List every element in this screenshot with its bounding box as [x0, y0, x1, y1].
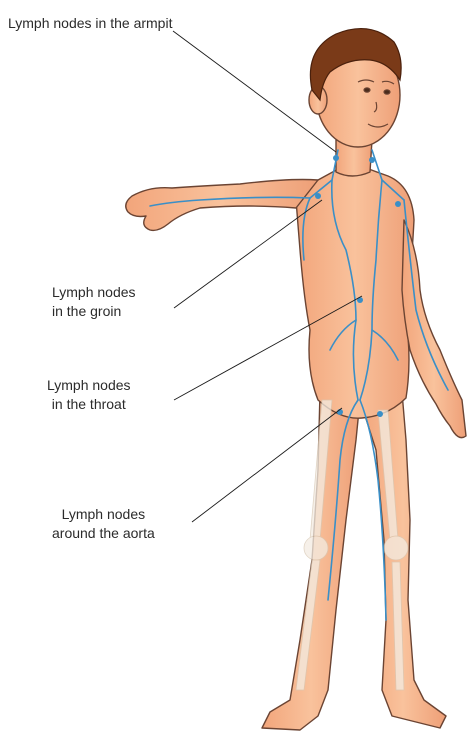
label-throat-line1: Lymph nodes: [47, 376, 131, 395]
left-leg: [262, 392, 360, 730]
label-aorta-line1: Lymph nodes: [52, 505, 155, 524]
label-aorta-line2: around the aorta: [52, 524, 155, 543]
node-armpit-2: [395, 201, 401, 207]
label-aorta: Lymph nodes around the aorta: [52, 505, 155, 543]
node-groin-2: [377, 411, 383, 417]
node-armpit: [315, 193, 321, 199]
label-armpit: Lymph nodes in the armpit: [8, 14, 172, 33]
label-groin-line2: in the groin: [52, 302, 136, 321]
node-throat: [333, 155, 339, 161]
child-figure: [126, 43, 466, 730]
hanging-arm: [402, 220, 466, 438]
node-throat-2: [369, 157, 375, 163]
label-groin: Lymph nodes in the groin: [52, 283, 136, 321]
label-armpit-line1: Lymph nodes in the armpit: [8, 14, 172, 33]
label-throat-line2: in the throat: [47, 395, 131, 414]
label-groin-line1: Lymph nodes: [52, 283, 136, 302]
label-throat: Lymph nodes in the throat: [47, 376, 131, 414]
